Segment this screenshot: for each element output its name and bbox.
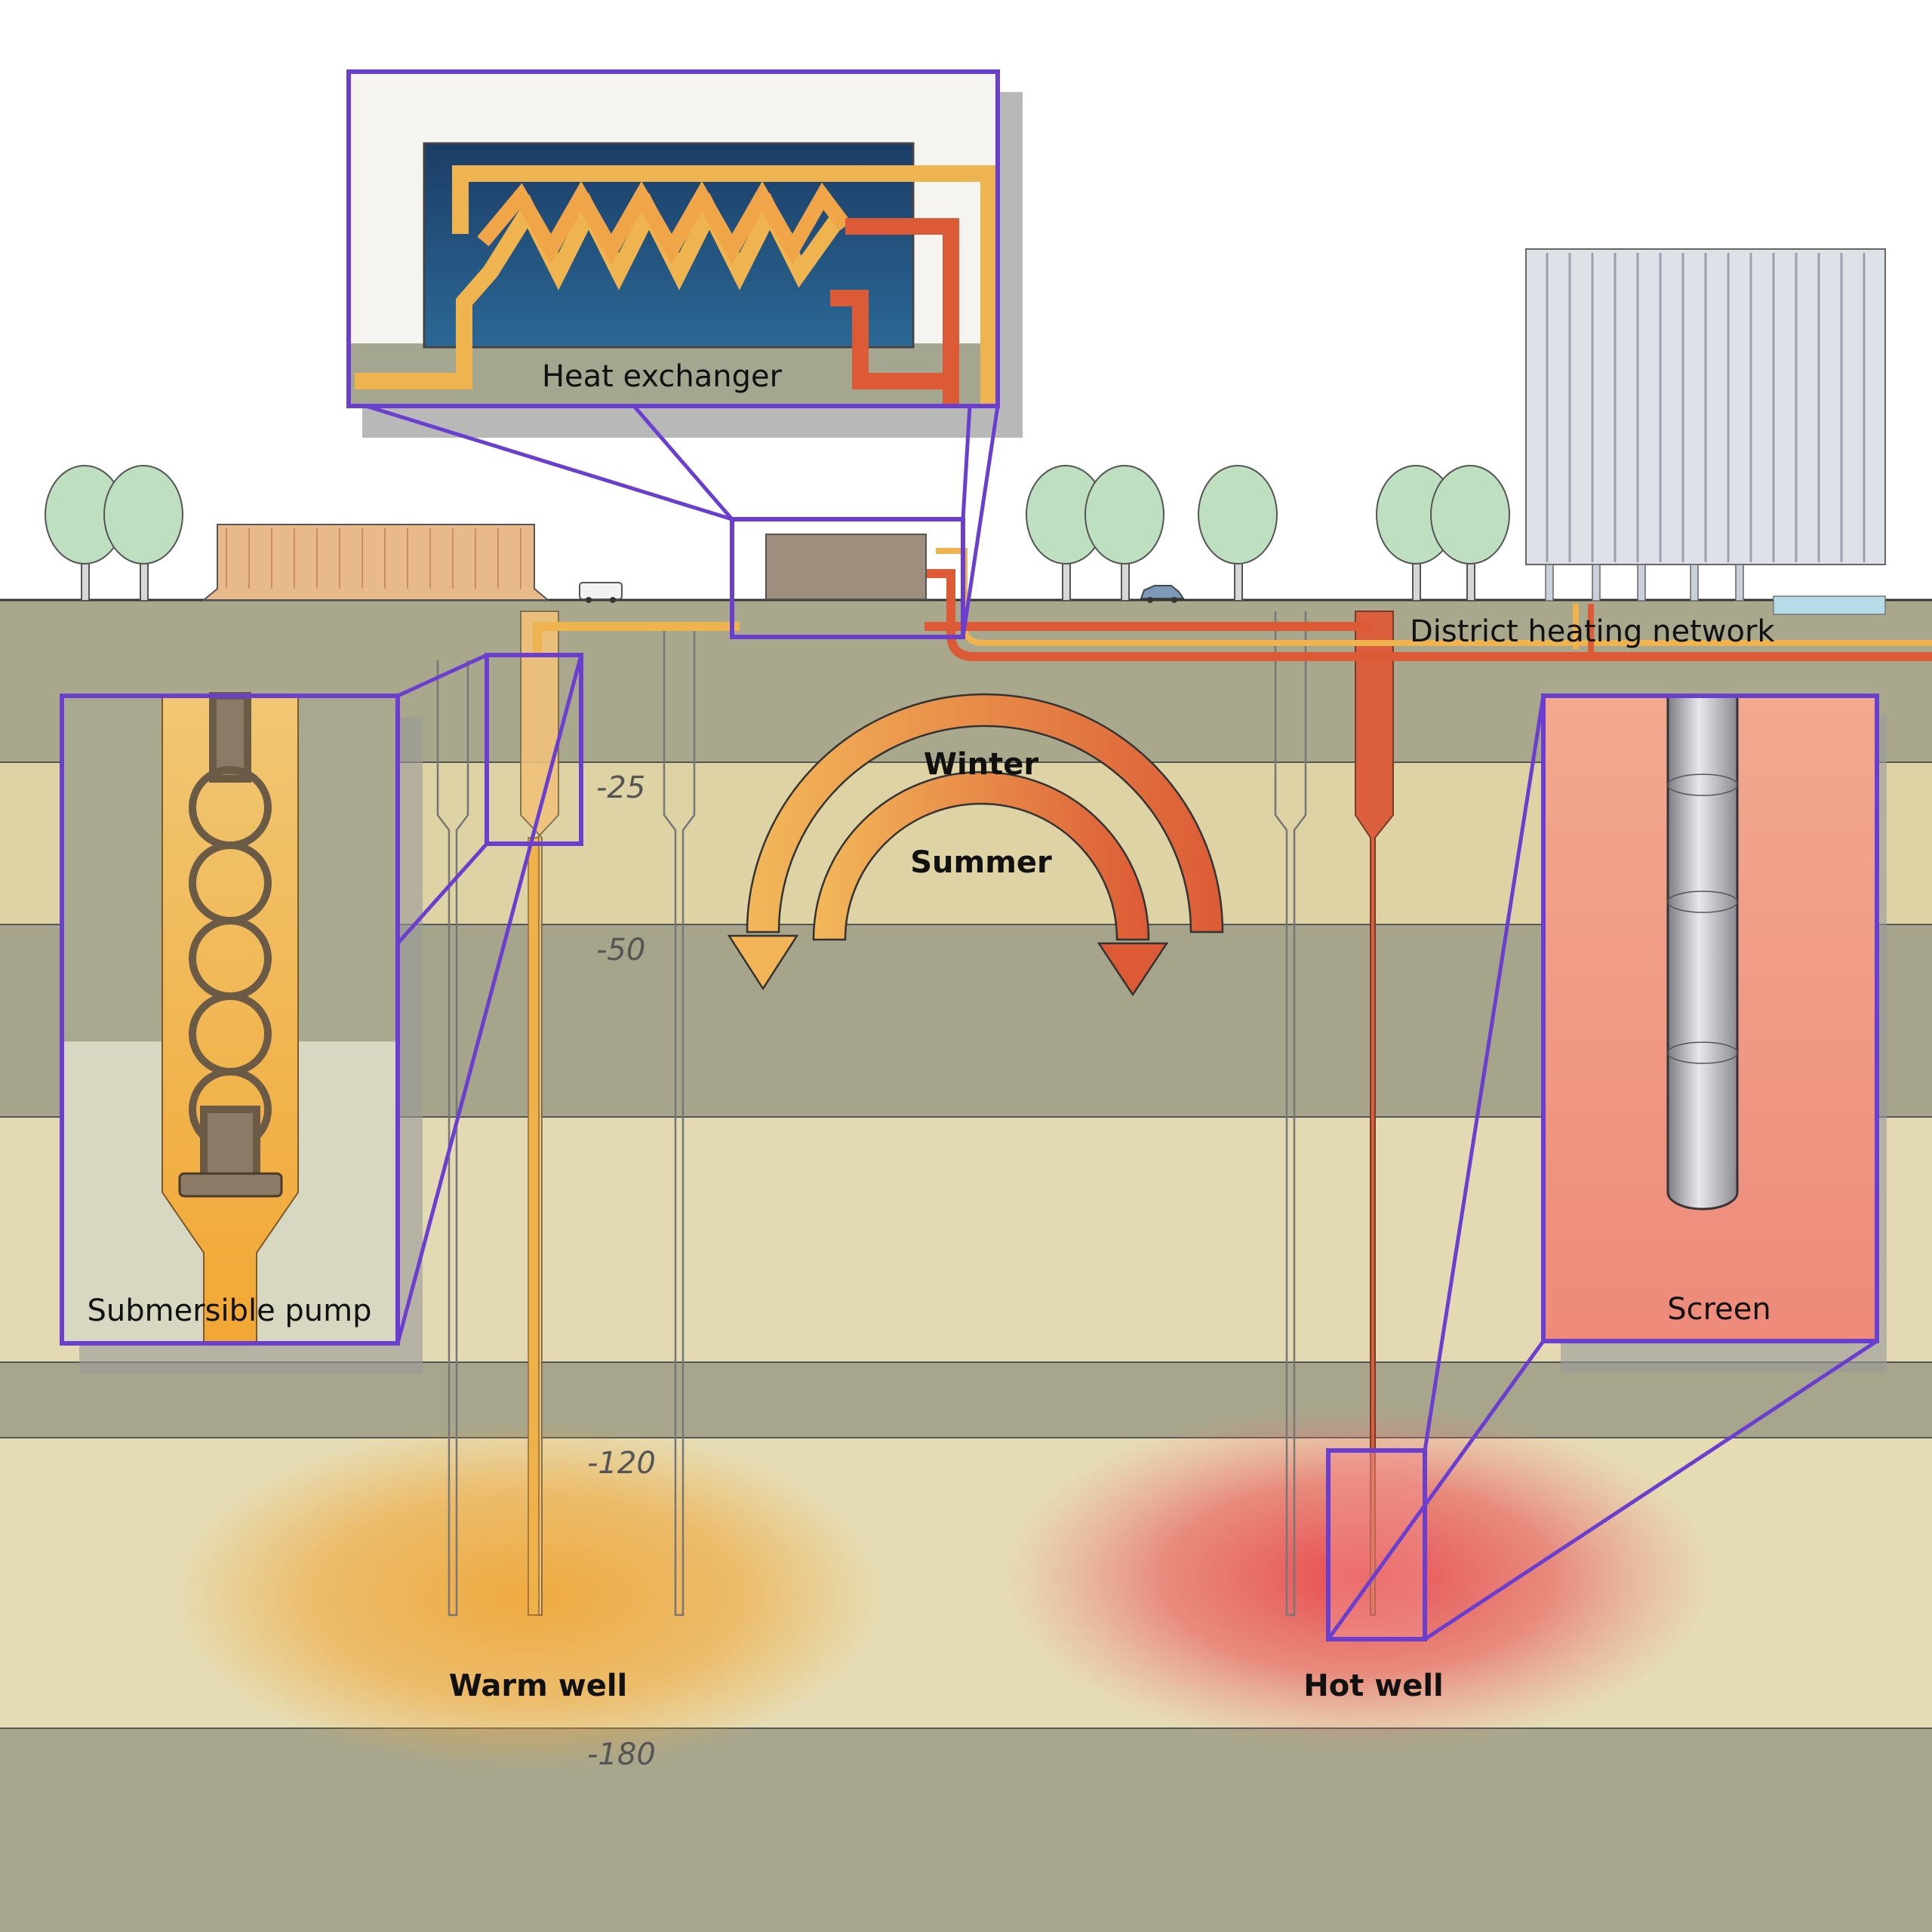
winter-label: Winter [924, 747, 1039, 782]
pump-impellers-icon [189, 692, 272, 1181]
submersible-pump-label: Submersible pump [87, 1294, 371, 1328]
hot-return-pipe [845, 218, 959, 408]
screen-callout: Screen [1541, 694, 1887, 1372]
screen-focus-box [1326, 1448, 1427, 1641]
tree-icon [45, 465, 125, 601]
depth-label: -180 [587, 1737, 656, 1772]
trees [45, 465, 1510, 601]
casing-left [436, 660, 469, 1617]
depth-label: -120 [587, 1446, 656, 1481]
heat-exchanger-unit [765, 534, 927, 600]
soil-layer-clay-2 [0, 1362, 1932, 1438]
tree-icon [103, 465, 183, 601]
well-casings [436, 611, 1307, 1617]
hot-well-label: Hot well [1303, 1669, 1444, 1703]
casing-mid-left [663, 626, 696, 1617]
hot-pipe [924, 569, 1932, 661]
submersible-pump-callout: Submersible pump [60, 692, 423, 1374]
well-screen-icon [1666, 694, 1739, 1211]
depth-label: -25 [596, 771, 645, 805]
warm-supply-pipe [452, 165, 997, 408]
screen-label: Screen [1667, 1292, 1771, 1327]
winter-arrow [727, 693, 1224, 991]
tree-icon [1430, 465, 1510, 601]
summer-arrow [812, 771, 1169, 997]
heat-exchanger-focus-box [730, 517, 965, 639]
warm-well-label: Warm well [449, 1669, 628, 1703]
district-heating-label: District heating network [1410, 614, 1775, 649]
car-icon [1140, 585, 1185, 603]
summer-label: Summer [910, 845, 1052, 880]
warm-well [520, 611, 740, 1616]
pump-focus-box [485, 653, 583, 846]
warm-coil [355, 192, 844, 389]
tree-icon [1198, 465, 1278, 601]
heat-exchanger-label: Heat exchanger [542, 359, 783, 394]
van-icon [579, 582, 623, 603]
low-building-icon [202, 524, 550, 601]
tree-icon [1084, 465, 1164, 601]
casing-mid-right [1274, 611, 1307, 1617]
office-tower-icon [1525, 248, 1886, 615]
soil-layer-bottom [0, 1728, 1932, 1932]
heat-exchanger-callout: Heat exchanger [346, 69, 1023, 438]
depth-label: -50 [596, 933, 645, 968]
